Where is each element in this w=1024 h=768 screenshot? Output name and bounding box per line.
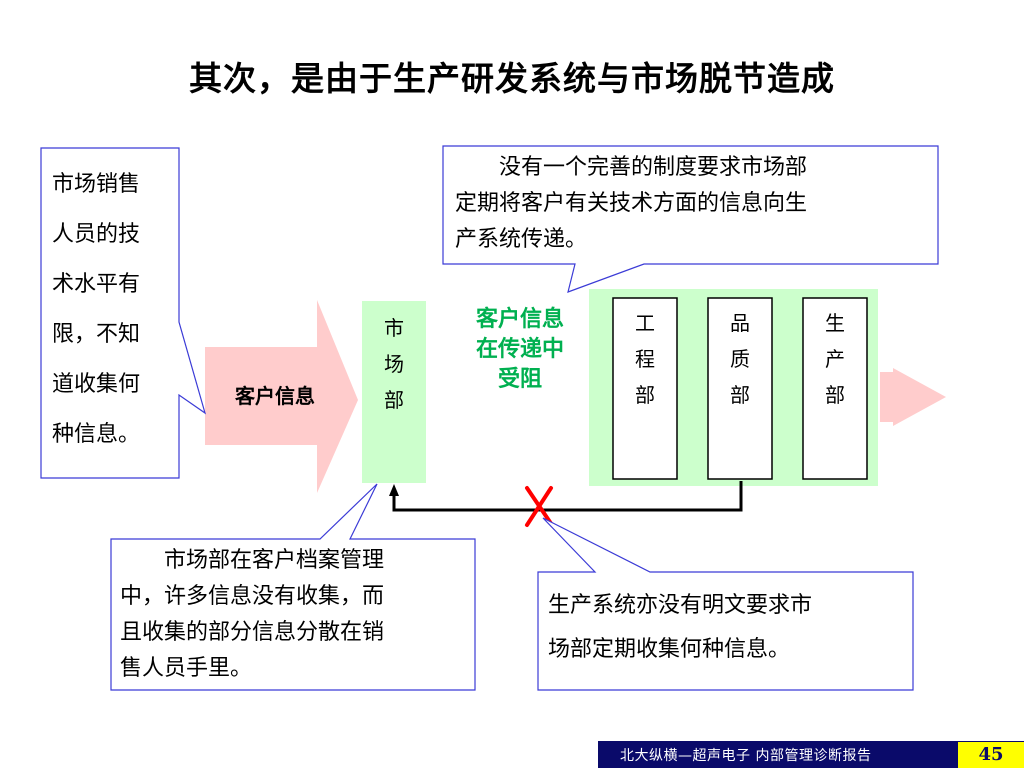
char: 工 [635,311,655,335]
page-number-box [958,742,1024,768]
text-line: 市场销售 [52,172,141,197]
customer-info-label: 客户信息 [235,384,315,408]
char: 产 [825,347,845,371]
char: 部 [730,383,750,407]
text-line: 道收集何 [52,372,141,397]
quality-dept-label: 品 质 部 [725,305,755,413]
engineering-dept-label: 工 程 部 [630,305,660,413]
marketing-dept-box [362,301,426,483]
footer-text: 北大纵横—超声电子 内部管理诊断报告 [620,748,872,764]
callout-marketing-files [110,483,476,691]
text-line: 定期将客户有关技术方面的信息向生 [455,191,808,216]
char: 生 [825,311,845,335]
output-arrow [880,368,946,426]
char: 部 [635,383,655,407]
blocked-label: 客户信息 在传递中 受阻 [475,307,564,392]
char: 市 [384,316,404,340]
text-line: 人员的技 [52,222,141,247]
text-line: 场部定期收集何种信息。 [548,637,791,662]
text-line: 限，不知 [52,322,141,347]
char: 部 [384,388,404,412]
blocked-x-mark [525,486,554,527]
slide-title: 其次，是由于生产研发系统与市场脱节造成 [189,59,835,98]
page-number: 45 [978,744,1004,765]
callout-no-system [442,145,939,293]
text-line: 没有一个完善的制度要求市场部 [455,155,808,180]
feedback-line [392,481,743,512]
customer-info-arrow [205,300,358,493]
production-dept-box [802,297,868,480]
callout-production-no-req [537,517,914,691]
marketing-files-text: 市场部在客户档案管理 中，许多信息没有收集，而 且收集的部分信息分散在销 售人员… [120,543,472,687]
char: 部 [825,383,845,407]
feedback-arrowhead [389,484,399,496]
no-system-text: 没有一个完善的制度要求市场部 定期将客户有关技术方面的信息向生 产系统传递。 [455,150,935,258]
text-line: 中，许多信息没有收集，而 [120,584,385,609]
production-dept-label: 生 产 部 [820,305,850,413]
flow-diagram [40,145,946,691]
callout-sales-staff [40,147,207,479]
char: 程 [635,347,655,371]
char: 品 [730,311,750,335]
text-line: 生产系统亦没有明文要求市 [548,593,813,618]
char: 场 [384,352,404,376]
text-line: 市场部在客户档案管理 [120,548,385,573]
char: 质 [730,347,750,371]
sales-staff-text: 市场销售 人员的技 术水平有 限，不知 道收集何 种信息。 [52,160,176,460]
production-no-req-text: 生产系统亦没有明文要求市 场部定期收集何种信息。 [548,584,910,672]
text-line: 售人员手里。 [120,656,253,681]
marketing-dept-label: 市 场 部 [379,310,409,418]
text-line: 术水平有 [52,272,141,297]
text-line: 且收集的部分信息分散在销 [120,620,385,645]
footer-bar [598,741,1024,768]
engineering-dept-box [612,297,678,480]
text-line: 产系统传递。 [455,227,588,252]
text-line: 种信息。 [52,422,141,447]
quality-dept-box [707,297,773,480]
